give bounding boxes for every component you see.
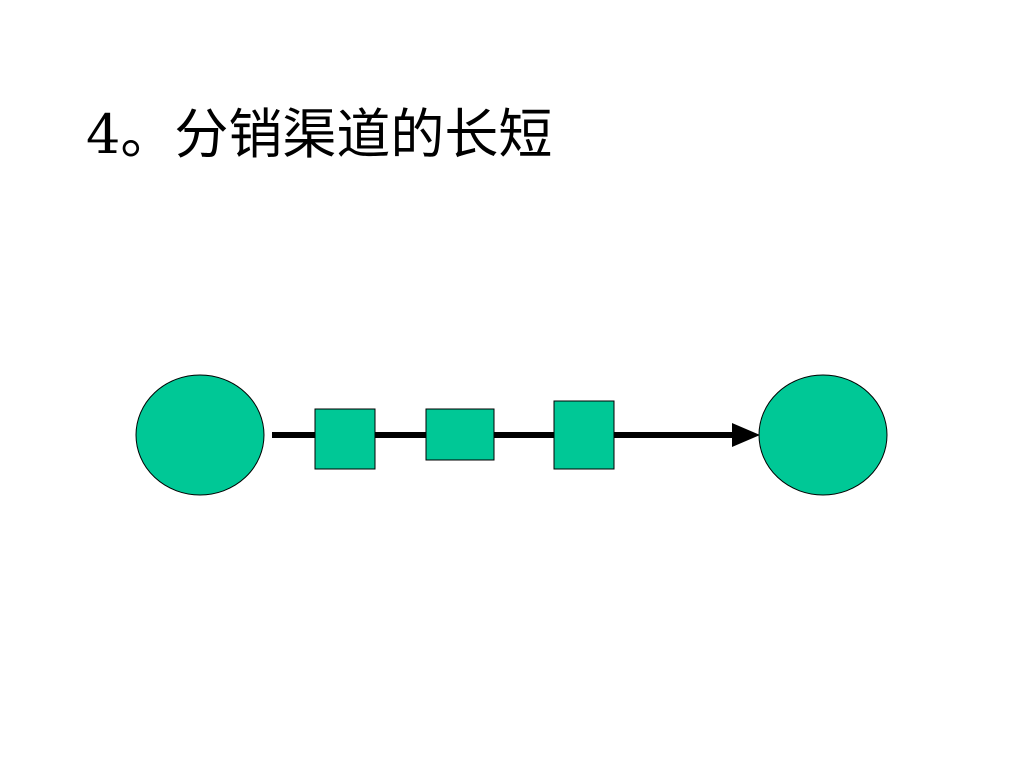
start-node-circle bbox=[135, 374, 265, 496]
arrow-head-icon bbox=[732, 423, 760, 447]
slide-title: 4。分销渠道的长短 bbox=[86, 103, 553, 166]
intermediary-node-square-1 bbox=[314, 408, 376, 470]
intermediary-node-square-3 bbox=[553, 400, 615, 470]
end-node-circle bbox=[758, 374, 888, 496]
intermediary-node-square-2 bbox=[425, 408, 495, 461]
